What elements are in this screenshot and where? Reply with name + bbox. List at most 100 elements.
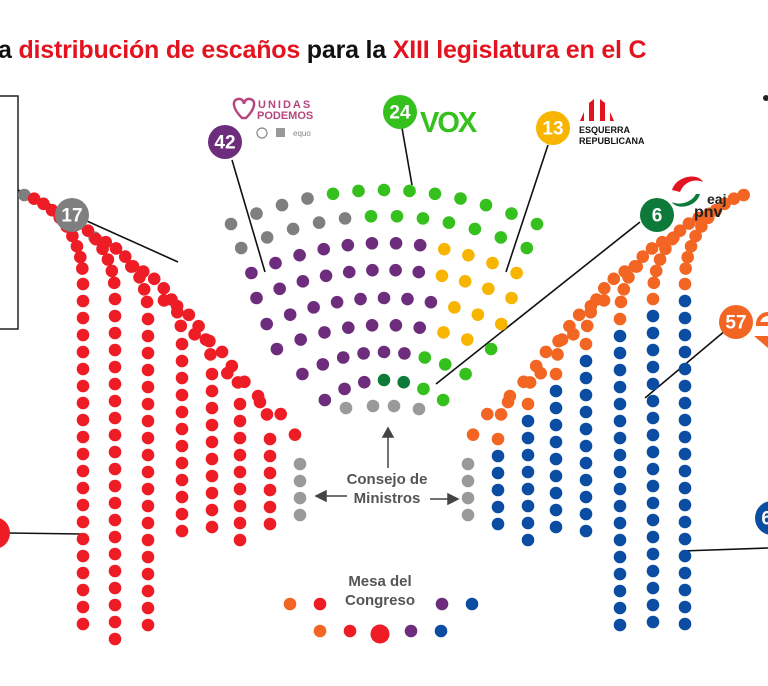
seat: [175, 371, 189, 385]
seat: [175, 388, 189, 402]
seat: [579, 371, 593, 385]
seat: [133, 270, 146, 284]
seat: [614, 295, 628, 309]
mesa-seat: [435, 597, 449, 611]
seat: [141, 448, 155, 462]
title-highlight: XIII legislatura en el C: [392, 36, 647, 64]
seat: [76, 430, 90, 444]
badge-value: 6: [652, 206, 663, 227]
seat: [260, 408, 274, 421]
heart-icon: [232, 97, 256, 120]
seat: [437, 242, 451, 256]
seat: [678, 311, 692, 325]
seat: [141, 482, 155, 496]
seat: [175, 507, 189, 521]
arrow-right-icon: [447, 492, 460, 506]
seat: [646, 428, 660, 442]
seat: [293, 457, 307, 471]
seat: [76, 413, 90, 427]
seat: [205, 452, 219, 466]
seat: [521, 414, 535, 428]
arrow-left-icon: [314, 489, 327, 503]
legend-box: [0, 95, 19, 330]
seat: [461, 457, 475, 471]
seat: [175, 524, 189, 538]
seat: [613, 550, 627, 564]
seat: [563, 319, 576, 333]
seat: [141, 312, 155, 326]
seat: [646, 496, 660, 510]
seat: [141, 499, 155, 513]
seat: [96, 242, 109, 256]
seat: [580, 319, 594, 333]
seat: [529, 359, 543, 373]
seat: [293, 248, 306, 262]
seat: [205, 418, 219, 432]
seat: [250, 207, 263, 220]
seat: [549, 384, 563, 398]
seat: [70, 240, 84, 253]
badge-value: 66: [761, 509, 768, 530]
seat: [521, 516, 535, 530]
seat: [442, 216, 456, 229]
seat: [76, 294, 90, 308]
seat: [613, 329, 627, 343]
up-logo-line2: PODEMOS: [257, 110, 313, 122]
mesa-seat: [313, 624, 327, 638]
seat: [76, 311, 90, 325]
minister-seat: [366, 399, 380, 413]
seat: [286, 222, 300, 236]
seat: [471, 308, 485, 321]
seat: [294, 333, 308, 346]
seat: [263, 449, 277, 463]
seat: [108, 513, 122, 527]
seat: [108, 564, 122, 578]
seat: [678, 294, 692, 308]
seat: [66, 229, 79, 243]
consejo-line1: Consejo de: [347, 471, 428, 488]
seat: [678, 532, 692, 546]
seat: [389, 318, 403, 332]
seat: [275, 198, 289, 212]
seat: [737, 188, 751, 202]
seat: [521, 482, 535, 496]
seat: [76, 600, 90, 614]
seat: [613, 397, 627, 411]
seat: [482, 282, 495, 296]
seat: [549, 503, 563, 517]
seat: [646, 462, 660, 476]
unidas-podemos-logo: UNIDAS PODEMOS equo: [232, 97, 313, 139]
seat: [549, 418, 563, 432]
seat: [107, 276, 121, 290]
seat: [318, 393, 332, 407]
seat: [678, 583, 692, 597]
seat: [326, 187, 340, 201]
seat: [215, 345, 229, 359]
seat: [521, 397, 535, 411]
seat: [338, 212, 352, 225]
seat: [76, 328, 90, 342]
seat: [76, 345, 90, 359]
seat: [307, 301, 320, 314]
seat: [613, 618, 627, 632]
seat: [140, 295, 154, 309]
badge-mixed: 17: [55, 198, 89, 232]
seat: [199, 333, 213, 346]
seat: [584, 305, 598, 319]
arrow-icons: [314, 426, 460, 506]
pnv-logo: eaj pnv: [672, 176, 726, 221]
seat: [108, 360, 122, 374]
seat: [622, 270, 635, 284]
seat: [435, 269, 449, 283]
seat: [137, 282, 151, 296]
circle-icon: [256, 127, 268, 139]
seat: [491, 500, 505, 514]
seat: [459, 367, 472, 381]
seat: [613, 363, 627, 377]
seat: [288, 428, 302, 441]
seat: [316, 358, 330, 371]
seat: [397, 375, 411, 389]
seat: [342, 321, 355, 334]
seat: [157, 282, 171, 295]
seat: [653, 253, 667, 266]
